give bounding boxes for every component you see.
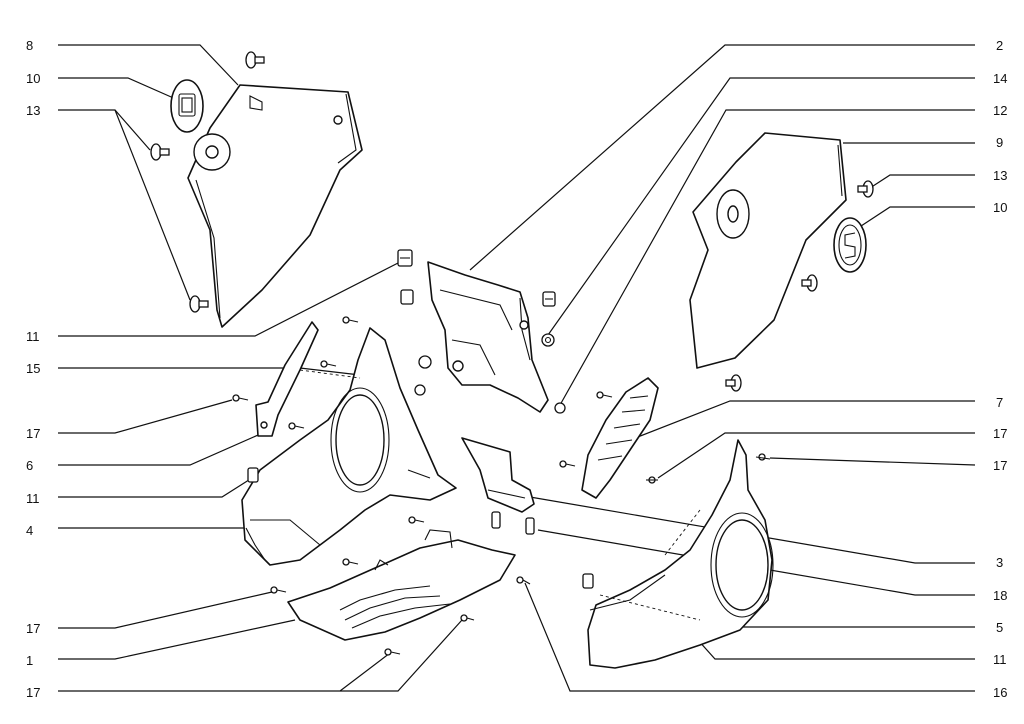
- clip-icon: [542, 291, 556, 307]
- clip-icon: [582, 573, 594, 589]
- nut-icon: [541, 333, 555, 347]
- callout-label: 13: [993, 168, 1007, 183]
- screw-icon: [596, 391, 613, 399]
- callout-label: 14: [993, 71, 1007, 86]
- callout-label: 11: [26, 329, 40, 344]
- callout-label: 12: [993, 103, 1007, 118]
- nut-icon: [491, 511, 501, 529]
- screw-icon: [460, 614, 475, 622]
- callout-label: 8: [26, 38, 33, 53]
- callout-label: 15: [26, 361, 40, 376]
- screw-icon: [342, 316, 359, 324]
- part-15-fan-shroud: [241, 327, 457, 566]
- screw-icon: [150, 143, 170, 161]
- callout-label: 16: [993, 685, 1007, 700]
- clip-icon: [400, 289, 414, 305]
- callout-label: 11: [993, 652, 1007, 667]
- screw-icon: [408, 516, 425, 524]
- screw-icon: [755, 453, 771, 461]
- part-6-support-strip: [255, 321, 319, 437]
- callout-label: 18: [993, 588, 1007, 603]
- part-2-center-bracket: [427, 261, 549, 413]
- callout-label: 3: [996, 555, 1003, 570]
- callout-label: 2: [996, 38, 1003, 53]
- clip-icon: [397, 249, 413, 267]
- part-5-lower-right-housing: [587, 439, 774, 669]
- screw-icon: [725, 374, 742, 392]
- part-9-upper-right-cover: [689, 132, 847, 369]
- screw-icon: [801, 274, 818, 292]
- callout-label: 17: [26, 621, 40, 636]
- nut-icon: [525, 517, 535, 535]
- part-10-emblem-left: [170, 79, 204, 133]
- callout-label: 4: [26, 523, 33, 538]
- nut-icon: [554, 402, 566, 414]
- screw-icon: [857, 180, 874, 198]
- callout-label: 13: [26, 103, 40, 118]
- nut-icon: [414, 384, 426, 396]
- part-4-lower-housing: [245, 527, 266, 561]
- callout-label: 17: [26, 426, 40, 441]
- screw-icon: [646, 476, 658, 484]
- part-3-small-bracket: [461, 437, 535, 513]
- screw-icon: [245, 51, 265, 69]
- part-10-emblem-right: [833, 217, 867, 273]
- callout-label: 17: [26, 685, 40, 700]
- screw-icon: [342, 558, 359, 566]
- callout-label: 17: [993, 458, 1007, 473]
- callout-label: 6: [26, 458, 33, 473]
- screw-icon: [189, 295, 209, 313]
- screw-icon: [232, 394, 249, 402]
- clip-icon: [247, 467, 259, 483]
- screw-icon: [270, 586, 287, 594]
- screw-icon: [516, 576, 531, 585]
- nut-icon: [418, 355, 432, 369]
- part-7-rib-guard: [581, 377, 659, 499]
- callout-label: 5: [996, 620, 1003, 635]
- alignment-line: [299, 369, 361, 379]
- screw-icon: [559, 460, 576, 468]
- screw-icon: [320, 360, 337, 368]
- part-8-upper-left-cover: [187, 84, 363, 328]
- screw-icon: [288, 422, 305, 430]
- callout-label: 10: [26, 71, 40, 86]
- callout-label: 7: [996, 395, 1003, 410]
- callout-label: 10: [993, 200, 1007, 215]
- right-leader-lines: [469, 44, 976, 692]
- callout-label: 1: [26, 653, 33, 668]
- callout-label: 11: [26, 491, 40, 506]
- screw-icon: [384, 648, 401, 656]
- callout-label: 9: [996, 135, 1003, 150]
- hardware: [150, 51, 874, 656]
- callout-label: 17: [993, 426, 1007, 441]
- part-1-lower-tray: [287, 529, 516, 641]
